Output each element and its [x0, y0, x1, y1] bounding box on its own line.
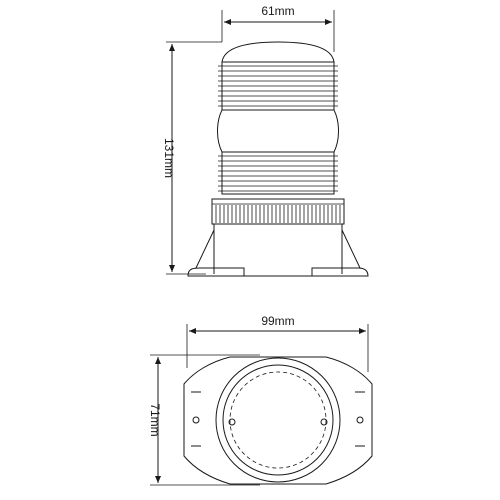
- inner-ring: [222, 364, 334, 476]
- center-lens: [217, 109, 339, 153]
- base-housing: [213, 224, 343, 274]
- height-dimension: 131mm: [162, 44, 176, 272]
- mounting-foot-right: [311, 267, 369, 277]
- top-view: 99mm 71mm: [148, 314, 373, 486]
- top-width-label: 61mm: [261, 4, 294, 18]
- upper-ribs: [218, 61, 338, 111]
- base-width-label: 99mm: [261, 314, 294, 328]
- knurled-collar: [211, 198, 345, 225]
- base-depth-dimension: 71mm: [148, 357, 162, 483]
- screw-hole-left: [228, 418, 236, 426]
- base-width-dimension: 99mm: [189, 314, 366, 334]
- mounting-slots: [191, 391, 365, 447]
- base-depth-label: 71mm: [148, 403, 162, 436]
- lens-outline-dashed: [229, 371, 327, 469]
- mounting-foot-left: [187, 267, 245, 277]
- side-view: 61mm 131mm: [162, 4, 369, 277]
- base-plate: [183, 356, 373, 485]
- outer-ring: [215, 357, 341, 483]
- dome-cap: [221, 41, 335, 63]
- screw-hole-right: [320, 418, 328, 426]
- height-label: 131mm: [162, 138, 176, 178]
- width-dimension-top: 61mm: [224, 4, 332, 25]
- lower-ribs: [218, 151, 338, 195]
